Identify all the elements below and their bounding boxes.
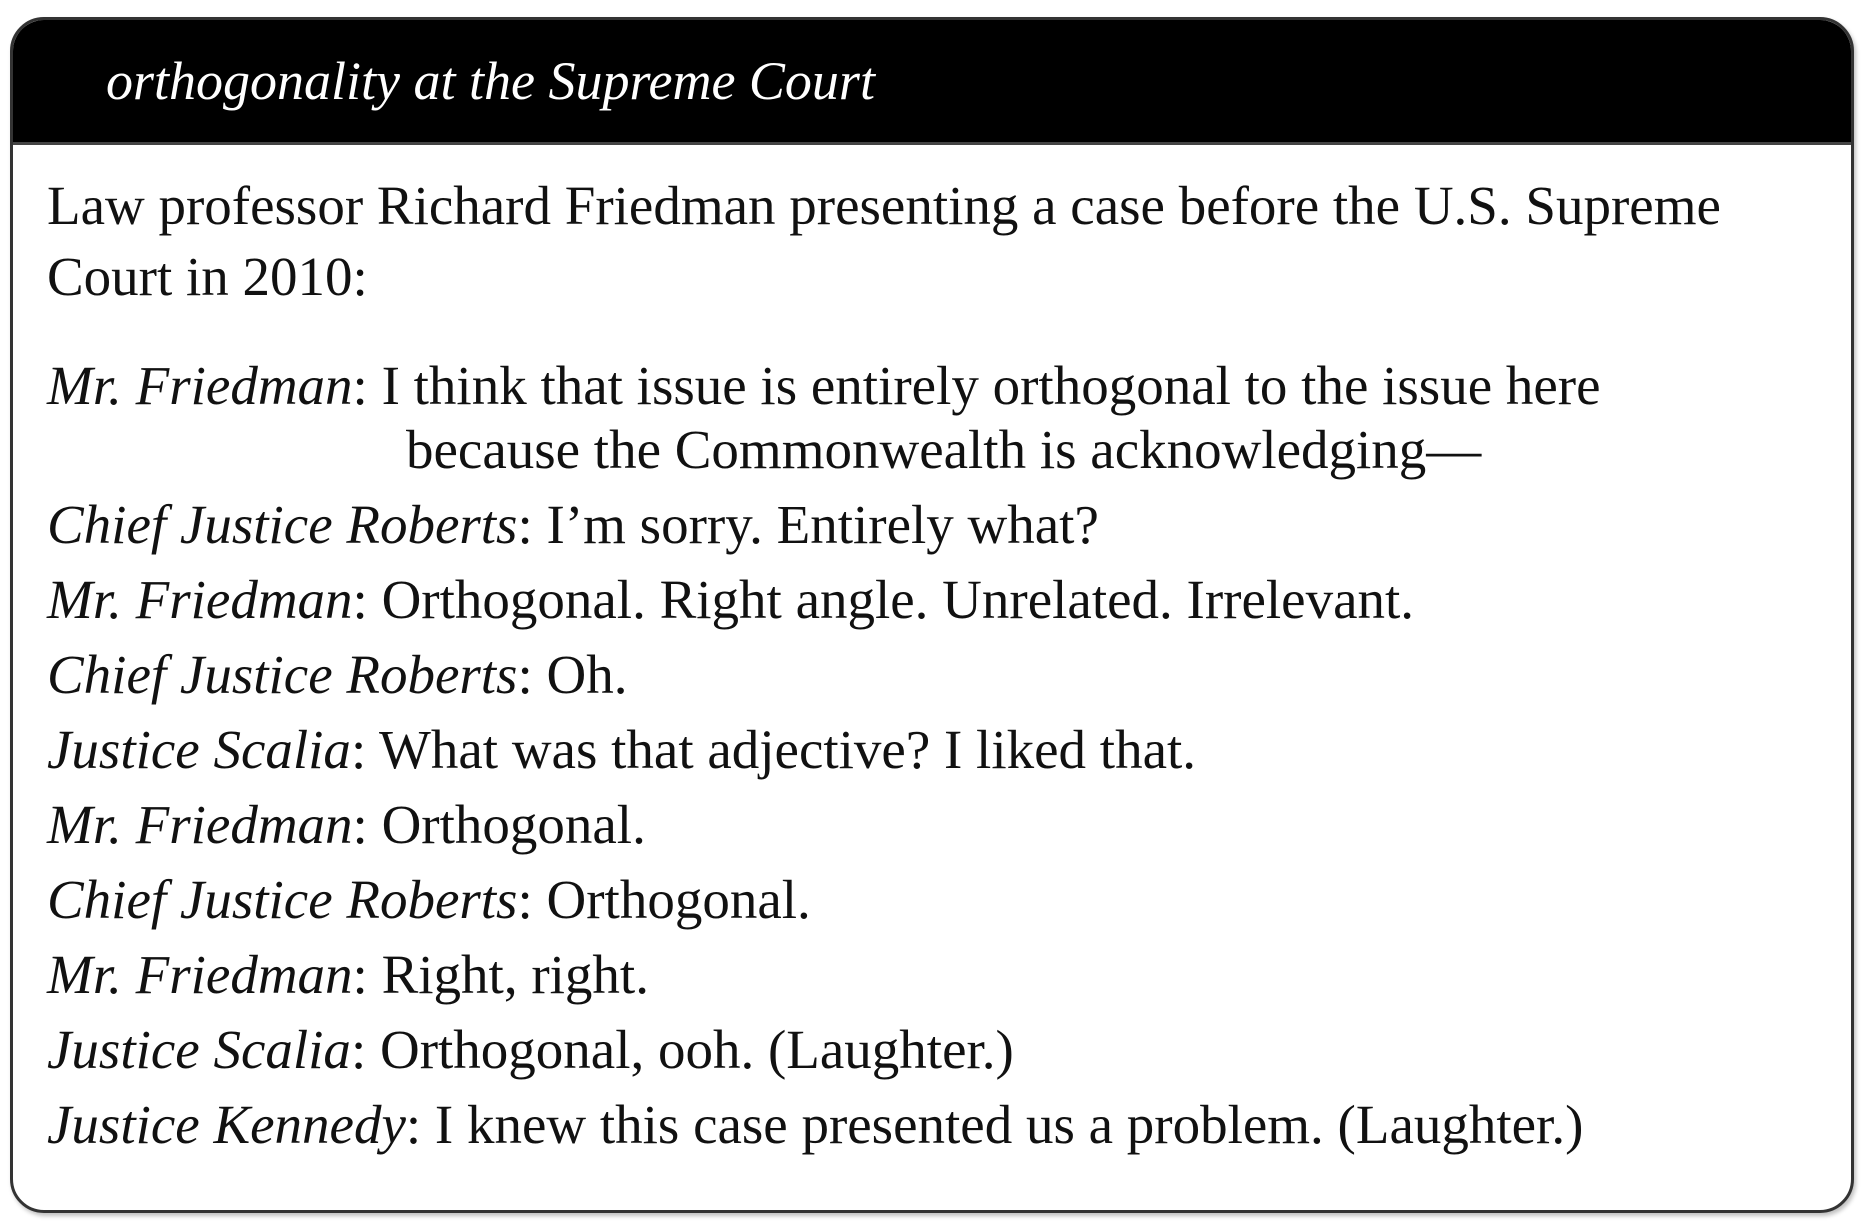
dialogue-line: Chief Justice Roberts: Orthogonal. [47, 862, 1831, 937]
speaker-name: Mr. Friedman [47, 569, 353, 630]
dialogue-text: Orthogonal, ooh. (Laughter.) [379, 1019, 1014, 1080]
intro-paragraph: Law professor Richard Friedman presentin… [47, 170, 1831, 312]
intro-line: Law professor Richard Friedman presentin… [47, 175, 1721, 236]
speaker-name: Mr. Friedman [47, 794, 353, 855]
speaker-separator: : [350, 1019, 380, 1080]
dialogue-line: Mr. Friedman: Orthogonal. [47, 787, 1831, 862]
speaker-separator: : [517, 644, 547, 705]
dialogue-line: Chief Justice Roberts: Oh. [47, 637, 1831, 712]
speaker-name: Justice Scalia [47, 719, 351, 780]
quote-box: orthogonality at the Supreme Court Law p… [10, 17, 1854, 1213]
dialogue-text: Right, right. [381, 944, 649, 1005]
dialogue-text: I knew this case presented us a problem.… [434, 1094, 1584, 1155]
speaker-separator: : [350, 719, 379, 780]
speaker-name: Chief Justice Roberts [47, 644, 518, 705]
dialogue-continuation: because the Commonwealth is acknowledgin… [406, 419, 1482, 480]
dialogue-line: Justice Kennedy: I knew this case presen… [47, 1087, 1831, 1162]
speaker-separator: : [352, 355, 382, 416]
speaker-separator: : [517, 494, 547, 555]
speaker-name: Mr. Friedman [47, 355, 353, 416]
box-content: Law professor Richard Friedman presentin… [47, 170, 1831, 1162]
dialogue-line: Mr. Friedman: Right, right. [47, 937, 1831, 1012]
intro-line: Court in 2010: [47, 246, 368, 307]
dialogue-text: Oh. [546, 644, 628, 705]
speaker-separator: : [517, 869, 547, 930]
dialogue-text: Orthogonal. [546, 869, 811, 930]
dialogue-text: Orthogonal. Right angle. Unrelated. Irre… [381, 569, 1415, 630]
dialogue-line: Mr. Friedman: Orthogonal. Right angle. U… [47, 562, 1831, 637]
speaker-name: Chief Justice Roberts [47, 869, 518, 930]
box-header: orthogonality at the Supreme Court [13, 20, 1851, 145]
box-title: orthogonality at the Supreme Court [106, 51, 875, 111]
speaker-separator: : [405, 1094, 435, 1155]
dialogue-text: I’m sorry. Entirely what? [546, 494, 1099, 555]
speaker-name: Justice Kennedy [47, 1094, 406, 1155]
speaker-separator: : [352, 944, 382, 1005]
dialogue-line: Justice Scalia: What was that adjective?… [47, 712, 1831, 787]
speaker-name: Chief Justice Roberts [47, 494, 518, 555]
dialogue-text: What was that adjective? I liked that. [378, 719, 1197, 780]
speaker-name: Mr. Friedman [47, 944, 353, 1005]
dialogue-text: I think that issue is entirely orthogona… [381, 355, 1601, 416]
speaker-separator: : [352, 569, 382, 630]
speaker-separator: : [352, 794, 382, 855]
speaker-name: Justice Scalia [47, 1019, 351, 1080]
dialogue-list: Mr. Friedman: I think that issue is enti… [47, 348, 1831, 1162]
dialogue-line: Justice Scalia: Orthogonal, ooh. (Laught… [47, 1012, 1831, 1087]
dialogue-line: Chief Justice Roberts: I’m sorry. Entire… [47, 487, 1831, 562]
dialogue-line: Mr. Friedman: I think that issue is enti… [47, 348, 1831, 423]
dialogue-text: Orthogonal. [381, 794, 646, 855]
